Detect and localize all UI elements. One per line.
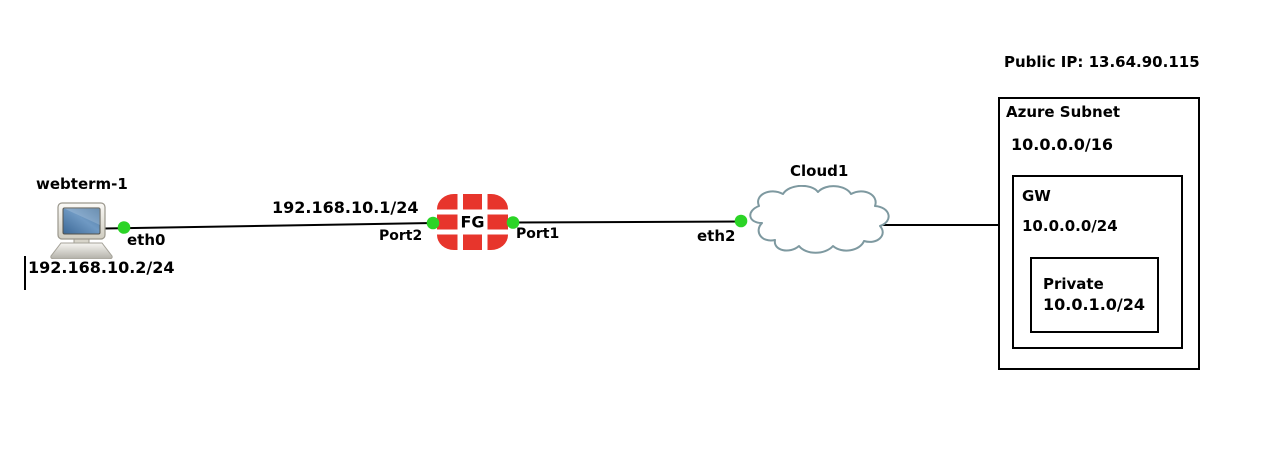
gateway-subnet-box[interactable]: GW 10.0.0.0/24 Private 10.0.1.0/24 xyxy=(1012,175,1183,349)
cloud-name-label[interactable]: Cloud1 xyxy=(790,162,849,180)
private-cidr: 10.0.1.0/24 xyxy=(1043,295,1146,314)
fortigate-port1-label[interactable]: Port1 xyxy=(516,226,560,242)
gateway-cidr: 10.0.0.0/24 xyxy=(1022,217,1118,235)
azure-subnet-cidr: 10.0.0.0/16 xyxy=(1011,135,1114,154)
private-subnet-box[interactable]: Private 10.0.1.0/24 xyxy=(1030,257,1159,333)
azure-subnet-title: Azure Subnet xyxy=(1006,103,1121,121)
public-ip-label[interactable]: Public IP: 13.64.90.115 xyxy=(1004,53,1200,71)
private-title: Private xyxy=(1043,275,1104,293)
cloud-interface-label[interactable]: eth2 xyxy=(697,227,736,245)
webterm-ip-label[interactable]: 192.168.10.2/24 xyxy=(28,258,175,277)
fortigate-ip-label[interactable]: 192.168.10.1/24 xyxy=(272,198,419,217)
cloud-node[interactable] xyxy=(744,185,898,257)
webterm-name-label[interactable]: webterm-1 xyxy=(36,175,128,193)
azure-subnet-box[interactable]: Azure Subnet 10.0.0.0/16 GW 10.0.0.0/24 … xyxy=(998,97,1200,370)
firewall-icon: FG xyxy=(437,194,508,250)
fortigate-node[interactable]: FG xyxy=(437,194,508,250)
fortigate-label: FG xyxy=(460,213,484,232)
gateway-title: GW xyxy=(1022,187,1051,205)
link-fortigate-to-cloud[interactable] xyxy=(512,220,745,224)
webterm-interface-label[interactable]: eth0 xyxy=(127,231,166,249)
computer-icon xyxy=(50,202,113,259)
webterm-node[interactable] xyxy=(50,202,113,259)
cloud-icon xyxy=(749,185,890,254)
link-webterm-to-fortigate[interactable] xyxy=(103,222,434,230)
fortigate-port2-label[interactable]: Port2 xyxy=(379,228,423,244)
text-cursor xyxy=(24,256,26,290)
